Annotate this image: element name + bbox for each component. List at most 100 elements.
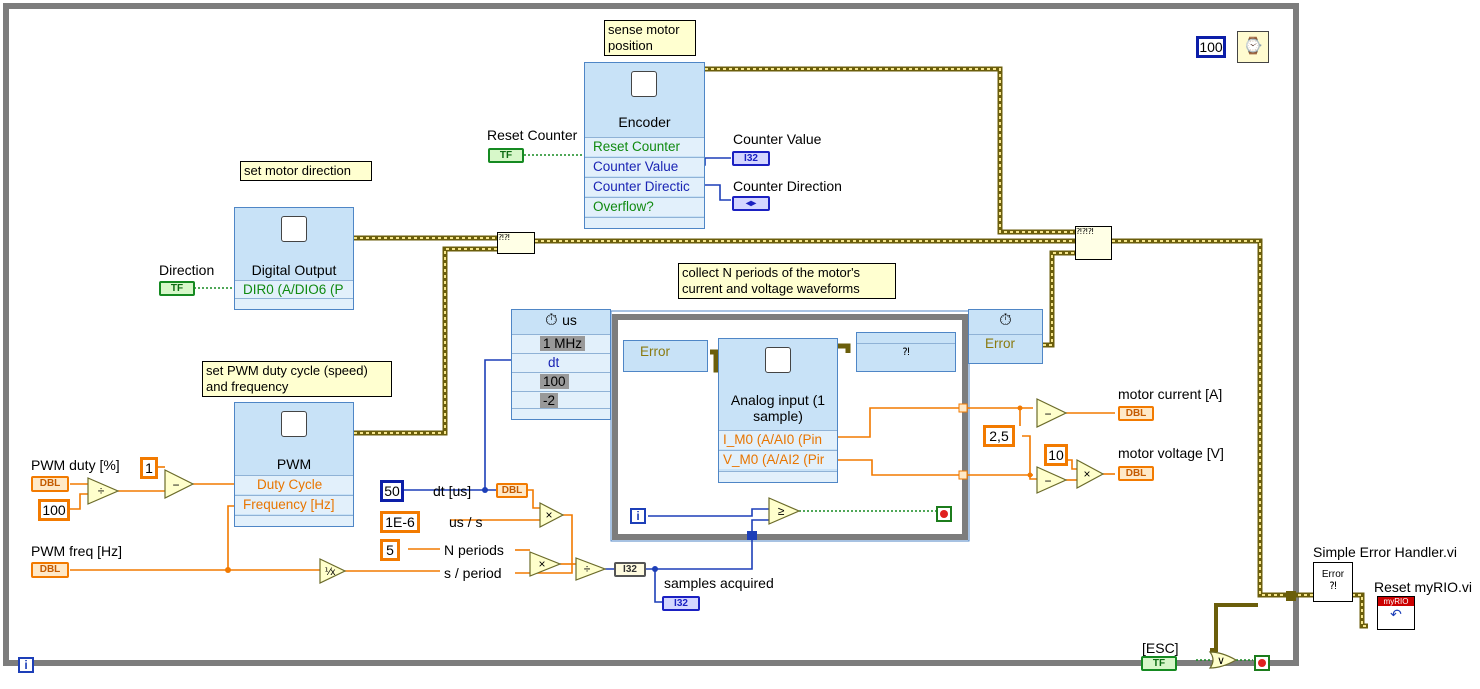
pwm-icon xyxy=(281,411,307,437)
s-period-label: s / period xyxy=(444,565,502,581)
svg-text:÷: ÷ xyxy=(98,484,105,498)
gain-constant[interactable]: 10 xyxy=(1044,444,1068,466)
svg-text:≥: ≥ xyxy=(778,504,785,518)
merge-errors-inner-row: ⁈ xyxy=(857,343,955,362)
esc-control[interactable]: TF xyxy=(1141,656,1177,671)
timed-loop-error-out-label: Error xyxy=(969,334,1042,353)
analog-input-title: Analog input (1 sample) xyxy=(730,392,826,424)
svg-text:−: − xyxy=(1044,407,1051,421)
wait-ms-constant[interactable]: 100 xyxy=(1196,36,1226,58)
pwm-row-frequency: Frequency [Hz] xyxy=(235,495,353,514)
merge-errors-node-small: ⁈⁈ xyxy=(497,232,535,254)
reset-myrio-badge: myRIO xyxy=(1378,597,1414,606)
timed-loop-row-source: 1 MHz xyxy=(512,334,610,353)
svg-text:÷: ÷ xyxy=(584,562,591,576)
counter-direction-indicator: ◂▸ xyxy=(732,196,770,211)
analog-input-express-vi[interactable]: Analog input (1 sample) I_M0 (A/AI0 (Pin… xyxy=(718,338,838,483)
note-motor-direction: set motor direction xyxy=(240,161,372,181)
multiply-node-1 xyxy=(539,502,565,528)
divide-node-2 xyxy=(575,557,607,581)
merge-errors-inner: ⁈ xyxy=(856,332,956,372)
subtract-node-voltage xyxy=(1036,466,1068,494)
svg-text:∨: ∨ xyxy=(1217,655,1225,667)
encoder-icon xyxy=(631,71,657,97)
timed-loop-unit: us xyxy=(562,312,577,328)
timed-loop-frame xyxy=(612,314,968,540)
note-pwm: set PWM duty cycle (speed) and frequency xyxy=(202,361,392,397)
svg-text:×: × xyxy=(1083,467,1090,481)
constant-100-duty[interactable]: 100 xyxy=(38,499,70,521)
note-collect: collect N periods of the motor's current… xyxy=(678,263,896,299)
motor-current-indicator: DBL xyxy=(1118,406,1154,421)
encoder-row-counter-direction: Counter Directic xyxy=(585,177,704,196)
pwm-title: PWM xyxy=(276,456,312,472)
to-dbl-conversion: DBL xyxy=(496,483,528,498)
counter-value-label: Counter Value xyxy=(733,131,822,147)
timed-loop-stop-terminal[interactable] xyxy=(936,506,952,522)
while-loop-iteration-terminal: i xyxy=(18,657,34,673)
timed-loop-row-priority: -2 xyxy=(512,391,610,410)
encoder-row-reset: Reset Counter xyxy=(585,137,704,156)
reciprocal-node xyxy=(319,558,347,584)
constant-1[interactable]: 1 xyxy=(140,457,158,479)
samples-acquired-indicator: I32 xyxy=(662,596,700,611)
timed-loop-out-clock-icon: ⏱ xyxy=(999,312,1012,329)
timed-loop-output-node: ⏱ Error xyxy=(968,309,1043,364)
us-per-s-label: us / s xyxy=(449,514,483,530)
divide-node xyxy=(87,477,120,505)
greater-equal-node xyxy=(768,497,801,525)
dt-us-label: dt [us] xyxy=(433,483,472,499)
dt-constant[interactable]: 50 xyxy=(380,480,404,502)
direction-label: Direction xyxy=(159,262,215,278)
digital-output-express-vi[interactable]: Digital Output DIR0 (A/DIO6 (P xyxy=(234,207,354,310)
svg-text:−: − xyxy=(172,478,179,492)
reset-icon: ↶ xyxy=(1390,606,1402,622)
while-loop-stop-terminal[interactable] xyxy=(1254,655,1270,671)
subtract-node-current xyxy=(1036,398,1068,428)
simple-error-handler-label: Simple Error Handler.vi xyxy=(1313,544,1457,560)
svg-text:⅟x: ⅟x xyxy=(325,567,336,578)
multiply-node-2 xyxy=(529,551,562,577)
analog-input-row-voltage: V_M0 (A/AI2 (Pir xyxy=(719,450,837,469)
counter-direction-label: Counter Direction xyxy=(733,178,842,194)
simple-error-handler-icon[interactable]: Error⁈ xyxy=(1313,562,1353,602)
digital-output-title: Digital Output xyxy=(251,262,337,278)
multiply-node-voltage xyxy=(1076,458,1105,490)
n-periods-constant[interactable]: 5 xyxy=(380,539,400,561)
reset-counter-label: Reset Counter xyxy=(487,127,578,143)
merge-errors-node-large: ⁈⁈⁈ xyxy=(1075,226,1112,260)
note-sense-motor: sense motor position xyxy=(604,20,696,56)
digital-output-icon xyxy=(281,216,307,242)
reset-myrio-icon[interactable]: myRIO ↶ xyxy=(1377,596,1415,630)
counter-value-indicator: I32 xyxy=(732,151,770,166)
direction-control[interactable]: TF xyxy=(159,281,195,296)
us-per-s-constant[interactable]: 1E-6 xyxy=(380,511,420,533)
reset-myrio-label: Reset myRIO.vi xyxy=(1374,579,1473,595)
n-periods-label: N periods xyxy=(444,542,504,558)
wait-ms-icon: ⌚ xyxy=(1237,31,1269,63)
analog-input-row-current: I_M0 (A/AI0 (Pin xyxy=(719,430,837,449)
pwm-duty-label: PWM duty [%] xyxy=(31,457,120,473)
timed-loop-error-in-label: Error xyxy=(640,344,670,359)
svg-text:×: × xyxy=(545,508,552,522)
reset-counter-control[interactable]: TF xyxy=(488,148,524,163)
digital-output-row-dir: DIR0 (A/DIO6 (P xyxy=(235,280,353,299)
offset-constant[interactable]: 2,5 xyxy=(983,425,1015,447)
to-i32-conversion: I32 xyxy=(614,562,646,577)
analog-input-icon xyxy=(765,347,791,373)
svg-text:×: × xyxy=(538,557,545,571)
pwm-duty-control[interactable]: DBL xyxy=(31,476,69,492)
timed-loop-input-node[interactable]: ⏱ us 1 MHz dt 100 -2 xyxy=(511,309,611,420)
or-node xyxy=(1208,651,1238,669)
encoder-express-vi[interactable]: Encoder Reset Counter Counter Value Coun… xyxy=(584,62,705,229)
esc-label: [ESC] xyxy=(1142,640,1179,656)
pwm-freq-control[interactable]: DBL xyxy=(31,562,69,578)
svg-text:−: − xyxy=(1044,474,1051,488)
timed-loop-iteration-terminal: i xyxy=(630,508,646,524)
timed-loop-row-dt: dt xyxy=(512,353,610,372)
motor-current-label: motor current [A] xyxy=(1118,386,1223,402)
pwm-freq-label: PWM freq [Hz] xyxy=(31,543,123,559)
pwm-express-vi[interactable]: PWM Duty Cycle Frequency [Hz] xyxy=(234,402,354,527)
encoder-row-counter-value: Counter Value xyxy=(585,157,704,176)
